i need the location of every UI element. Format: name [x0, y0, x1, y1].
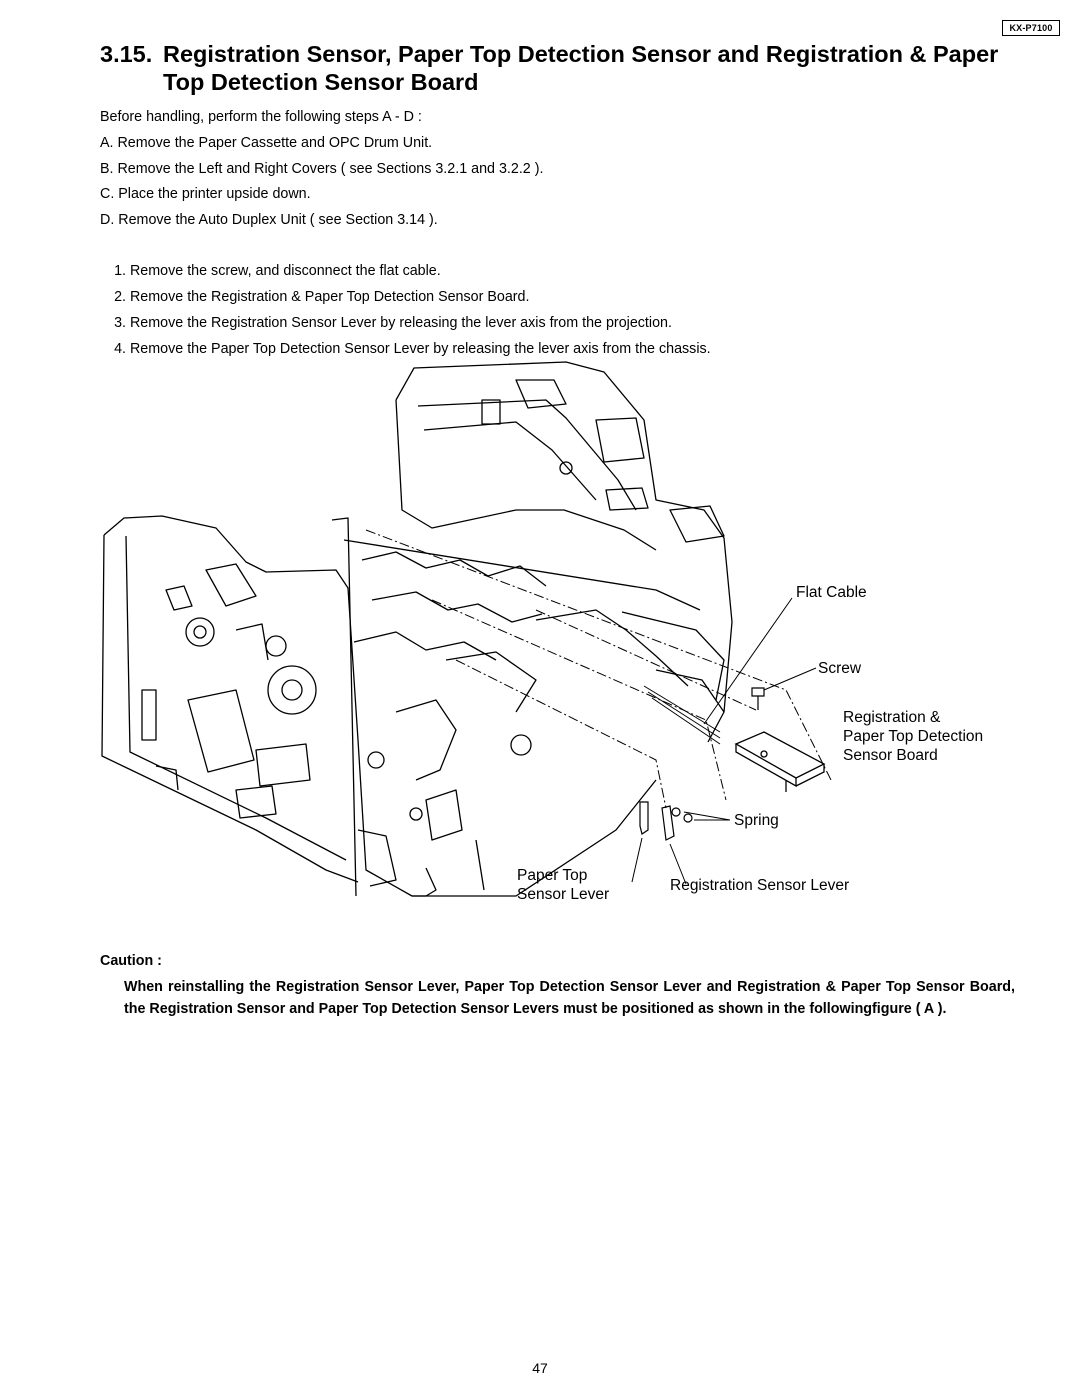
removal-step-list: 1. Remove the screw, and disconnect the …: [100, 262, 711, 366]
removal-step: 1. Remove the screw, and disconnect the …: [100, 262, 711, 288]
disassembly-illustration: Flat Cable Screw Registration & Paper To…: [96, 360, 1026, 930]
model-number-tag: KX-P7100: [1002, 20, 1060, 36]
section-title: Registration Sensor, Paper Top Detection…: [163, 41, 999, 95]
flat-cable-shape: [643, 685, 721, 745]
spring-label: Spring: [734, 812, 779, 829]
step-text: Remove the Registration & Paper Top Dete…: [129, 289, 530, 305]
registration-lever-label: Registration Sensor Lever: [670, 877, 849, 894]
caution-text: When reinstalling the Registration Senso…: [124, 979, 1015, 1017]
prep-step-b: B. Remove the Left and Right Covers ( se…: [100, 160, 544, 177]
printer-chassis-drawing: Flat Cable Screw Registration & Paper To…: [101, 361, 983, 903]
section-heading: 3.15. Registration Sensor, Paper Top Det…: [100, 40, 1040, 96]
prep-step-list: A. Remove the Paper Cassette and OPC Dru…: [100, 134, 543, 236]
removal-step: 3. Remove the Registration Sensor Lever …: [100, 314, 711, 340]
step-text: Remove the Registration Sensor Lever by …: [129, 315, 672, 331]
board-label-line-1: Registration &: [843, 709, 941, 726]
step-number: 3.: [114, 315, 126, 331]
screw-label: Screw: [818, 660, 862, 677]
upper-chassis-outline: [395, 361, 733, 743]
page-number: 47: [532, 1360, 548, 1376]
step-number: 2.: [114, 289, 126, 305]
paper-top-lever-label-line-1: Paper Top: [517, 867, 587, 884]
step-number: 4.: [114, 341, 126, 357]
board-label-line-2: Paper Top Detection: [843, 728, 983, 745]
flat-cable-label: Flat Cable: [796, 584, 867, 601]
prep-step-c: C. Place the printer upside down.: [100, 186, 311, 202]
screw-part: [751, 687, 765, 710]
section-number: 3.15.: [100, 41, 153, 67]
sensor-levers-part: [639, 801, 693, 841]
left-chassis-outline: [103, 515, 426, 897]
step-number: 1.: [114, 263, 126, 279]
caution-label: Caution :: [100, 953, 162, 969]
prep-step-d: D. Remove the Auto Duplex Unit ( see Sec…: [100, 211, 438, 228]
step-text: Remove the screw, and disconnect the fla…: [129, 263, 441, 279]
removal-step: 4. Remove the Paper Top Detection Sensor…: [100, 340, 711, 366]
removal-step: 2. Remove the Registration & Paper Top D…: [100, 288, 711, 314]
step-text: Remove the Paper Top Detection Sensor Le…: [129, 341, 711, 357]
prep-step-a: A. Remove the Paper Cassette and OPC Dru…: [100, 135, 433, 151]
board-label-line-3: Sensor Board: [843, 747, 938, 764]
sensor-board-part: [734, 731, 826, 792]
paper-top-lever-label-line-2: Sensor Lever: [517, 886, 609, 903]
intro-text: Before handling, perform the following s…: [100, 109, 422, 125]
